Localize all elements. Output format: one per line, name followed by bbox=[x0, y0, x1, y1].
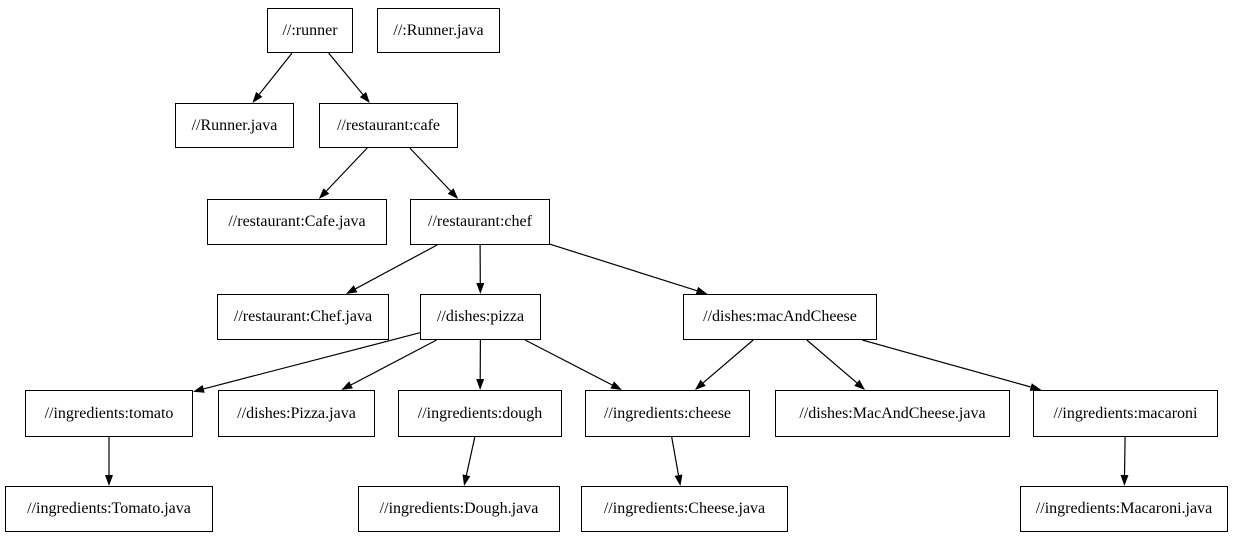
graph-node-label: //ingredients:cheese bbox=[603, 404, 732, 422]
graph-node-label: //restaurant:Chef.java bbox=[233, 308, 373, 325]
graph-node-label: //ingredients:Macaroni.java bbox=[1035, 500, 1213, 517]
arrowhead-icon bbox=[252, 91, 263, 103]
arrowhead-icon bbox=[695, 286, 708, 295]
graph-node-cafe: //restaurant:cafe bbox=[319, 103, 458, 148]
graph-node-label: //Runner.java bbox=[191, 116, 278, 134]
graph-node-cafe-java: //restaurant:Cafe.java bbox=[207, 199, 387, 245]
arrowhead-icon bbox=[345, 285, 358, 294]
edge-cafe-to-chef bbox=[409, 147, 452, 192]
edge-mac-and-cheese-to-cheese bbox=[702, 339, 754, 384]
graph-node-label: //ingredients:Tomato.java bbox=[27, 500, 191, 517]
arrowhead-icon bbox=[674, 474, 683, 486]
graph-node-label: //ingredients:tomato bbox=[44, 404, 174, 422]
graph-node-chef-java: //restaurant:Chef.java bbox=[217, 294, 389, 340]
graph-node-mac-and-cheese: //dishes:macAndCheese bbox=[683, 294, 877, 340]
edge-pizza-to-tomato bbox=[203, 332, 421, 390]
graph-node-cheese-java: //ingredients:Cheese.java bbox=[581, 486, 788, 532]
graph-node-runner: //:runner bbox=[267, 8, 353, 53]
graph-node-label: //ingredients:dough bbox=[417, 404, 543, 422]
graph-node-label: //restaurant:Cafe.java bbox=[228, 213, 366, 230]
graph-node-label: //dishes:Pizza.java bbox=[237, 404, 356, 422]
graph-node-label: //restaurant:chef bbox=[428, 213, 532, 230]
graph-node-label: //:runner bbox=[282, 21, 338, 39]
graph-node-mac-and-cheese-java: //dishes:MacAndCheese.java bbox=[775, 390, 1010, 437]
arrowhead-icon bbox=[105, 475, 113, 486]
edge-macaroni-to-macaroni-java bbox=[1123, 436, 1126, 476]
arrowhead-icon bbox=[359, 92, 370, 103]
graph-node-label: //dishes:MacAndCheese.java bbox=[799, 404, 986, 422]
graph-node-label: //dishes:pizza bbox=[436, 308, 525, 325]
arrowhead-icon bbox=[193, 385, 205, 393]
graph-node-macaroni: //ingredients:macaroni bbox=[1033, 390, 1218, 437]
edge-runner-to-runner-java bbox=[258, 52, 293, 95]
graph-node-dough: //ingredients:dough bbox=[398, 390, 562, 437]
edge-chef-to-chef-java bbox=[355, 244, 438, 290]
graph-node-pizza: //dishes:pizza bbox=[420, 294, 541, 340]
graph-node-tomato: //ingredients:tomato bbox=[25, 390, 193, 437]
edge-runner-to-cafe bbox=[328, 52, 364, 95]
arrowhead-icon bbox=[476, 283, 485, 294]
graph-node-tomato-java: //ingredients:Tomato.java bbox=[5, 486, 213, 532]
arrowhead-icon bbox=[694, 379, 706, 390]
graph-node-chef: //restaurant:chef bbox=[410, 199, 550, 245]
graph-node-macaroni-java: //ingredients:Macaroni.java bbox=[1020, 486, 1228, 532]
arrowhead-icon bbox=[318, 188, 330, 199]
edge-dough-to-dough-java bbox=[465, 436, 476, 476]
arrowhead-icon bbox=[462, 474, 471, 486]
graph-node-label: //restaurant:cafe bbox=[336, 116, 441, 134]
graph-node-label: //:Runner.java bbox=[393, 21, 484, 39]
arrowhead-icon bbox=[610, 381, 622, 390]
arrowhead-icon bbox=[476, 379, 485, 390]
graph-node-label: //ingredients:macaroni bbox=[1053, 404, 1198, 422]
edge-chef-to-mac-and-cheese bbox=[549, 243, 698, 292]
arrowhead-icon bbox=[341, 381, 353, 390]
arrowhead-icon bbox=[1120, 474, 1129, 486]
graph-node-label: //ingredients:Dough.java bbox=[379, 500, 539, 517]
edge-pizza-to-pizza-java bbox=[350, 339, 437, 386]
arrowhead-icon bbox=[447, 188, 459, 199]
graph-node-runner-java-root: //:Runner.java bbox=[377, 8, 500, 53]
edge-mac-and-cheese-to-macaroni bbox=[862, 339, 1031, 388]
arrowhead-icon bbox=[1029, 383, 1042, 391]
graph-node-dough-java: //ingredients:Dough.java bbox=[358, 486, 560, 532]
edge-pizza-to-cheese bbox=[524, 339, 613, 386]
edge-mac-and-cheese-to-mac-and-cheese-java bbox=[806, 339, 858, 384]
edge-cafe-to-cafe-java bbox=[325, 147, 368, 192]
graph-node-pizza-java: //dishes:Pizza.java bbox=[218, 390, 375, 437]
edge-cheese-to-cheese-java bbox=[671, 436, 680, 476]
graph-node-label: //ingredients:Cheese.java bbox=[603, 500, 766, 517]
arrowhead-icon bbox=[854, 379, 866, 390]
graph-node-cheese: //ingredients:cheese bbox=[585, 390, 750, 437]
graph-node-runner-java: //Runner.java bbox=[175, 103, 294, 148]
graph-node-label: //dishes:macAndCheese bbox=[703, 308, 857, 325]
